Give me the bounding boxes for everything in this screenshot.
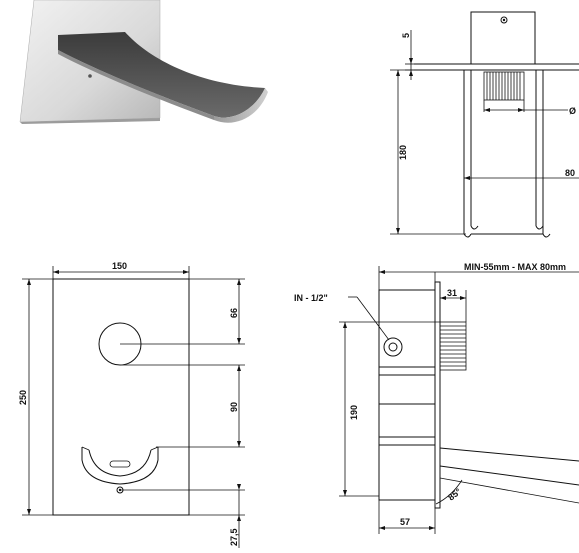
spout-rim: [214, 88, 268, 123]
side-height-label: 180: [398, 145, 408, 160]
front-plate-outline: [52, 278, 190, 516]
section-31-label: 31: [447, 288, 457, 298]
front-upper-dim-label: 66: [229, 308, 239, 318]
front-height-label: 250: [18, 390, 28, 405]
product-photo: [19, 0, 268, 124]
section-view-drawing: MIN-55mm - MAX 80mm IN - 1/2" 31: [294, 262, 579, 534]
section-knurl-lines: [440, 325, 466, 367]
section-body: [378, 289, 436, 501]
side-diameter-label: Ø: [569, 106, 576, 116]
front-view-drawing: 150 250 66 90: [18, 261, 245, 548]
section-190-label: 190: [349, 405, 359, 420]
inlet-circle: [383, 337, 403, 357]
handle-pin-icon: [88, 74, 92, 78]
knurl-lines: [486, 72, 521, 100]
side-top-dim-label: 5: [401, 33, 411, 38]
front-lower-dim-label: 27,5: [229, 528, 239, 546]
side-view-drawing: Ø 80 5 180: [390, 11, 579, 238]
section-57-label: 57: [400, 517, 410, 527]
spout-trough: [58, 32, 265, 118]
front-width-label: 150: [112, 261, 127, 271]
section-inlet-label: IN - 1/2": [294, 293, 328, 303]
section-angle-label: 85°: [446, 486, 463, 503]
spout-front-outline: [81, 447, 159, 485]
side-width-label: 80: [565, 168, 575, 178]
front-middle-dim-label: 90: [229, 402, 239, 412]
section-range-label: MIN-55mm - MAX 80mm: [464, 262, 566, 272]
